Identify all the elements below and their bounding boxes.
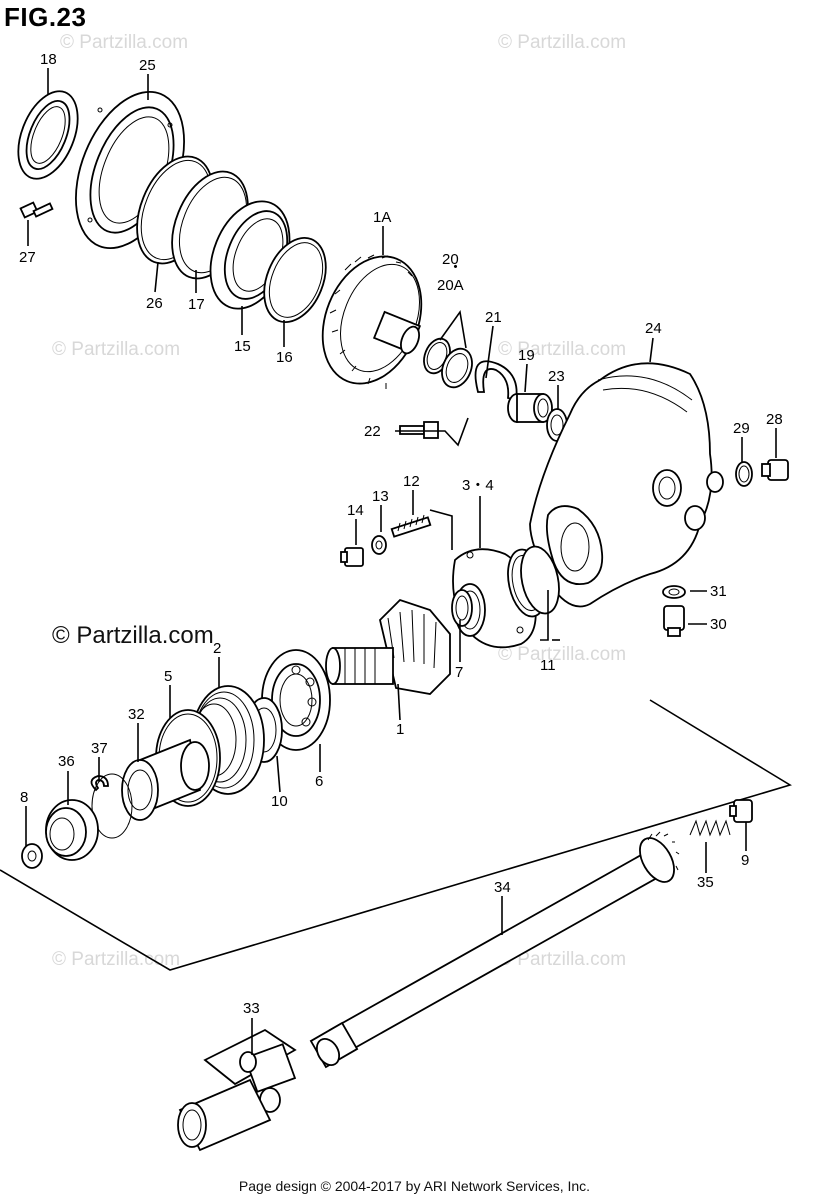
leader-lines xyxy=(25,68,777,1055)
callout-19[interactable]: 19 xyxy=(518,347,535,364)
callout-dot: ・ xyxy=(448,259,463,276)
part-12-stud[interactable] xyxy=(390,514,432,538)
callout-15[interactable]: 15 xyxy=(234,338,251,355)
callout-33[interactable]: 33 xyxy=(243,1000,260,1017)
page-footer: Page design © 2004-2017 by ARI Network S… xyxy=(238,1178,591,1194)
callout-6[interactable]: 6 xyxy=(315,773,323,790)
part-36-oil-seal[interactable] xyxy=(45,799,99,861)
callout-7[interactable]: 7 xyxy=(455,664,463,681)
part-21-circlip[interactable] xyxy=(474,360,518,402)
part-1-drive-pinion[interactable] xyxy=(325,598,451,695)
callout-20[interactable]: 20 xyxy=(442,251,459,268)
assembly-bracket xyxy=(0,699,792,971)
part-28-plug[interactable] xyxy=(761,459,789,481)
callout-32[interactable]: 32 xyxy=(128,706,145,723)
part-18-oil-seal[interactable] xyxy=(7,83,90,188)
callout-10[interactable]: 10 xyxy=(271,793,288,810)
part-19-bushing[interactable] xyxy=(507,393,553,423)
callout-9[interactable]: 9 xyxy=(741,852,749,869)
part-13-washer[interactable] xyxy=(371,535,387,555)
part-20A-shim[interactable] xyxy=(437,344,478,392)
callout-11[interactable]: 11 xyxy=(540,657,556,674)
part-30-plug[interactable] xyxy=(663,605,685,637)
callout-14[interactable]: 14 xyxy=(347,502,364,519)
part-29-gasket[interactable] xyxy=(735,461,753,487)
callout-2[interactable]: 2 xyxy=(213,640,221,657)
callout-28[interactable]: 28 xyxy=(766,411,783,428)
part-37-circlip[interactable] xyxy=(90,773,133,839)
callout-37[interactable]: 37 xyxy=(91,740,108,757)
callout-18[interactable]: 18 xyxy=(40,51,57,68)
callout-17[interactable]: 17 xyxy=(188,296,205,313)
part-27-bolt[interactable] xyxy=(19,201,54,219)
part-31-gasket[interactable] xyxy=(662,585,686,599)
callout-12[interactable]: 12 xyxy=(403,473,420,490)
callout-13[interactable]: 13 xyxy=(372,488,389,505)
callout-1[interactable]: 1 xyxy=(396,721,404,738)
watermark: © Partzilla.com xyxy=(498,339,626,360)
figure-title: FIG.23 xyxy=(4,2,87,32)
callout-23[interactable]: 23 xyxy=(548,368,565,385)
watermark: © Partzilla.com xyxy=(498,949,626,970)
callout-25[interactable]: 25 xyxy=(139,57,156,74)
part-14-nut[interactable] xyxy=(340,547,364,567)
callout-36[interactable]: 36 xyxy=(58,753,75,770)
callout-8[interactable]: 8 xyxy=(20,789,28,806)
watermark: © Partzilla.com xyxy=(52,949,180,970)
part-33-universal-joint[interactable] xyxy=(177,1028,297,1152)
brand-logo-text: © Partzilla.com xyxy=(52,622,214,649)
part-7-bearing[interactable] xyxy=(451,589,473,627)
part-24-final-gear-case[interactable] xyxy=(529,362,724,608)
callout-24[interactable]: 24 xyxy=(645,320,662,337)
callout-1A[interactable]: 1A xyxy=(373,209,391,226)
part-22-bolt[interactable] xyxy=(399,421,439,439)
part-16-shim[interactable] xyxy=(253,229,338,332)
watermarks: © Partzilla.com © Partzilla.com © Partzi… xyxy=(52,32,626,970)
part-1A-ring-gear[interactable] xyxy=(305,242,440,399)
part-35-spring[interactable] xyxy=(689,819,731,837)
part-32-coupling[interactable] xyxy=(121,738,210,821)
part-8-washer[interactable] xyxy=(21,843,43,869)
watermark: © Partzilla.com xyxy=(52,339,180,360)
callout-21[interactable]: 21 xyxy=(485,309,502,326)
part-11-shim[interactable] xyxy=(502,543,564,620)
callout-22[interactable]: 22 xyxy=(364,423,381,440)
watermark: © Partzilla.com xyxy=(498,644,626,665)
callout-26[interactable]: 26 xyxy=(146,295,163,312)
callout-29[interactable]: 29 xyxy=(733,420,750,437)
watermark: © Partzilla.com xyxy=(498,32,626,53)
callout-5[interactable]: 5 xyxy=(164,668,172,685)
callout-34[interactable]: 34 xyxy=(494,879,511,896)
callout-3-4[interactable]: 3・4 xyxy=(462,477,494,494)
watermark: © Partzilla.com xyxy=(60,32,188,53)
callout-30[interactable]: 30 xyxy=(710,616,727,633)
callout-35[interactable]: 35 xyxy=(697,874,714,891)
callout-27[interactable]: 27 xyxy=(19,249,36,266)
callout-31[interactable]: 31 xyxy=(710,583,727,600)
part-9-bolt[interactable] xyxy=(729,799,753,823)
callout-16[interactable]: 16 xyxy=(276,349,293,366)
part-34-propeller-shaft[interactable] xyxy=(309,831,681,1069)
callout-labels: 18 25 27 26 17 15 16 1A 20 ・ 20A 21 19 2… xyxy=(19,51,783,1017)
callout-20A[interactable]: 20A xyxy=(437,277,464,294)
